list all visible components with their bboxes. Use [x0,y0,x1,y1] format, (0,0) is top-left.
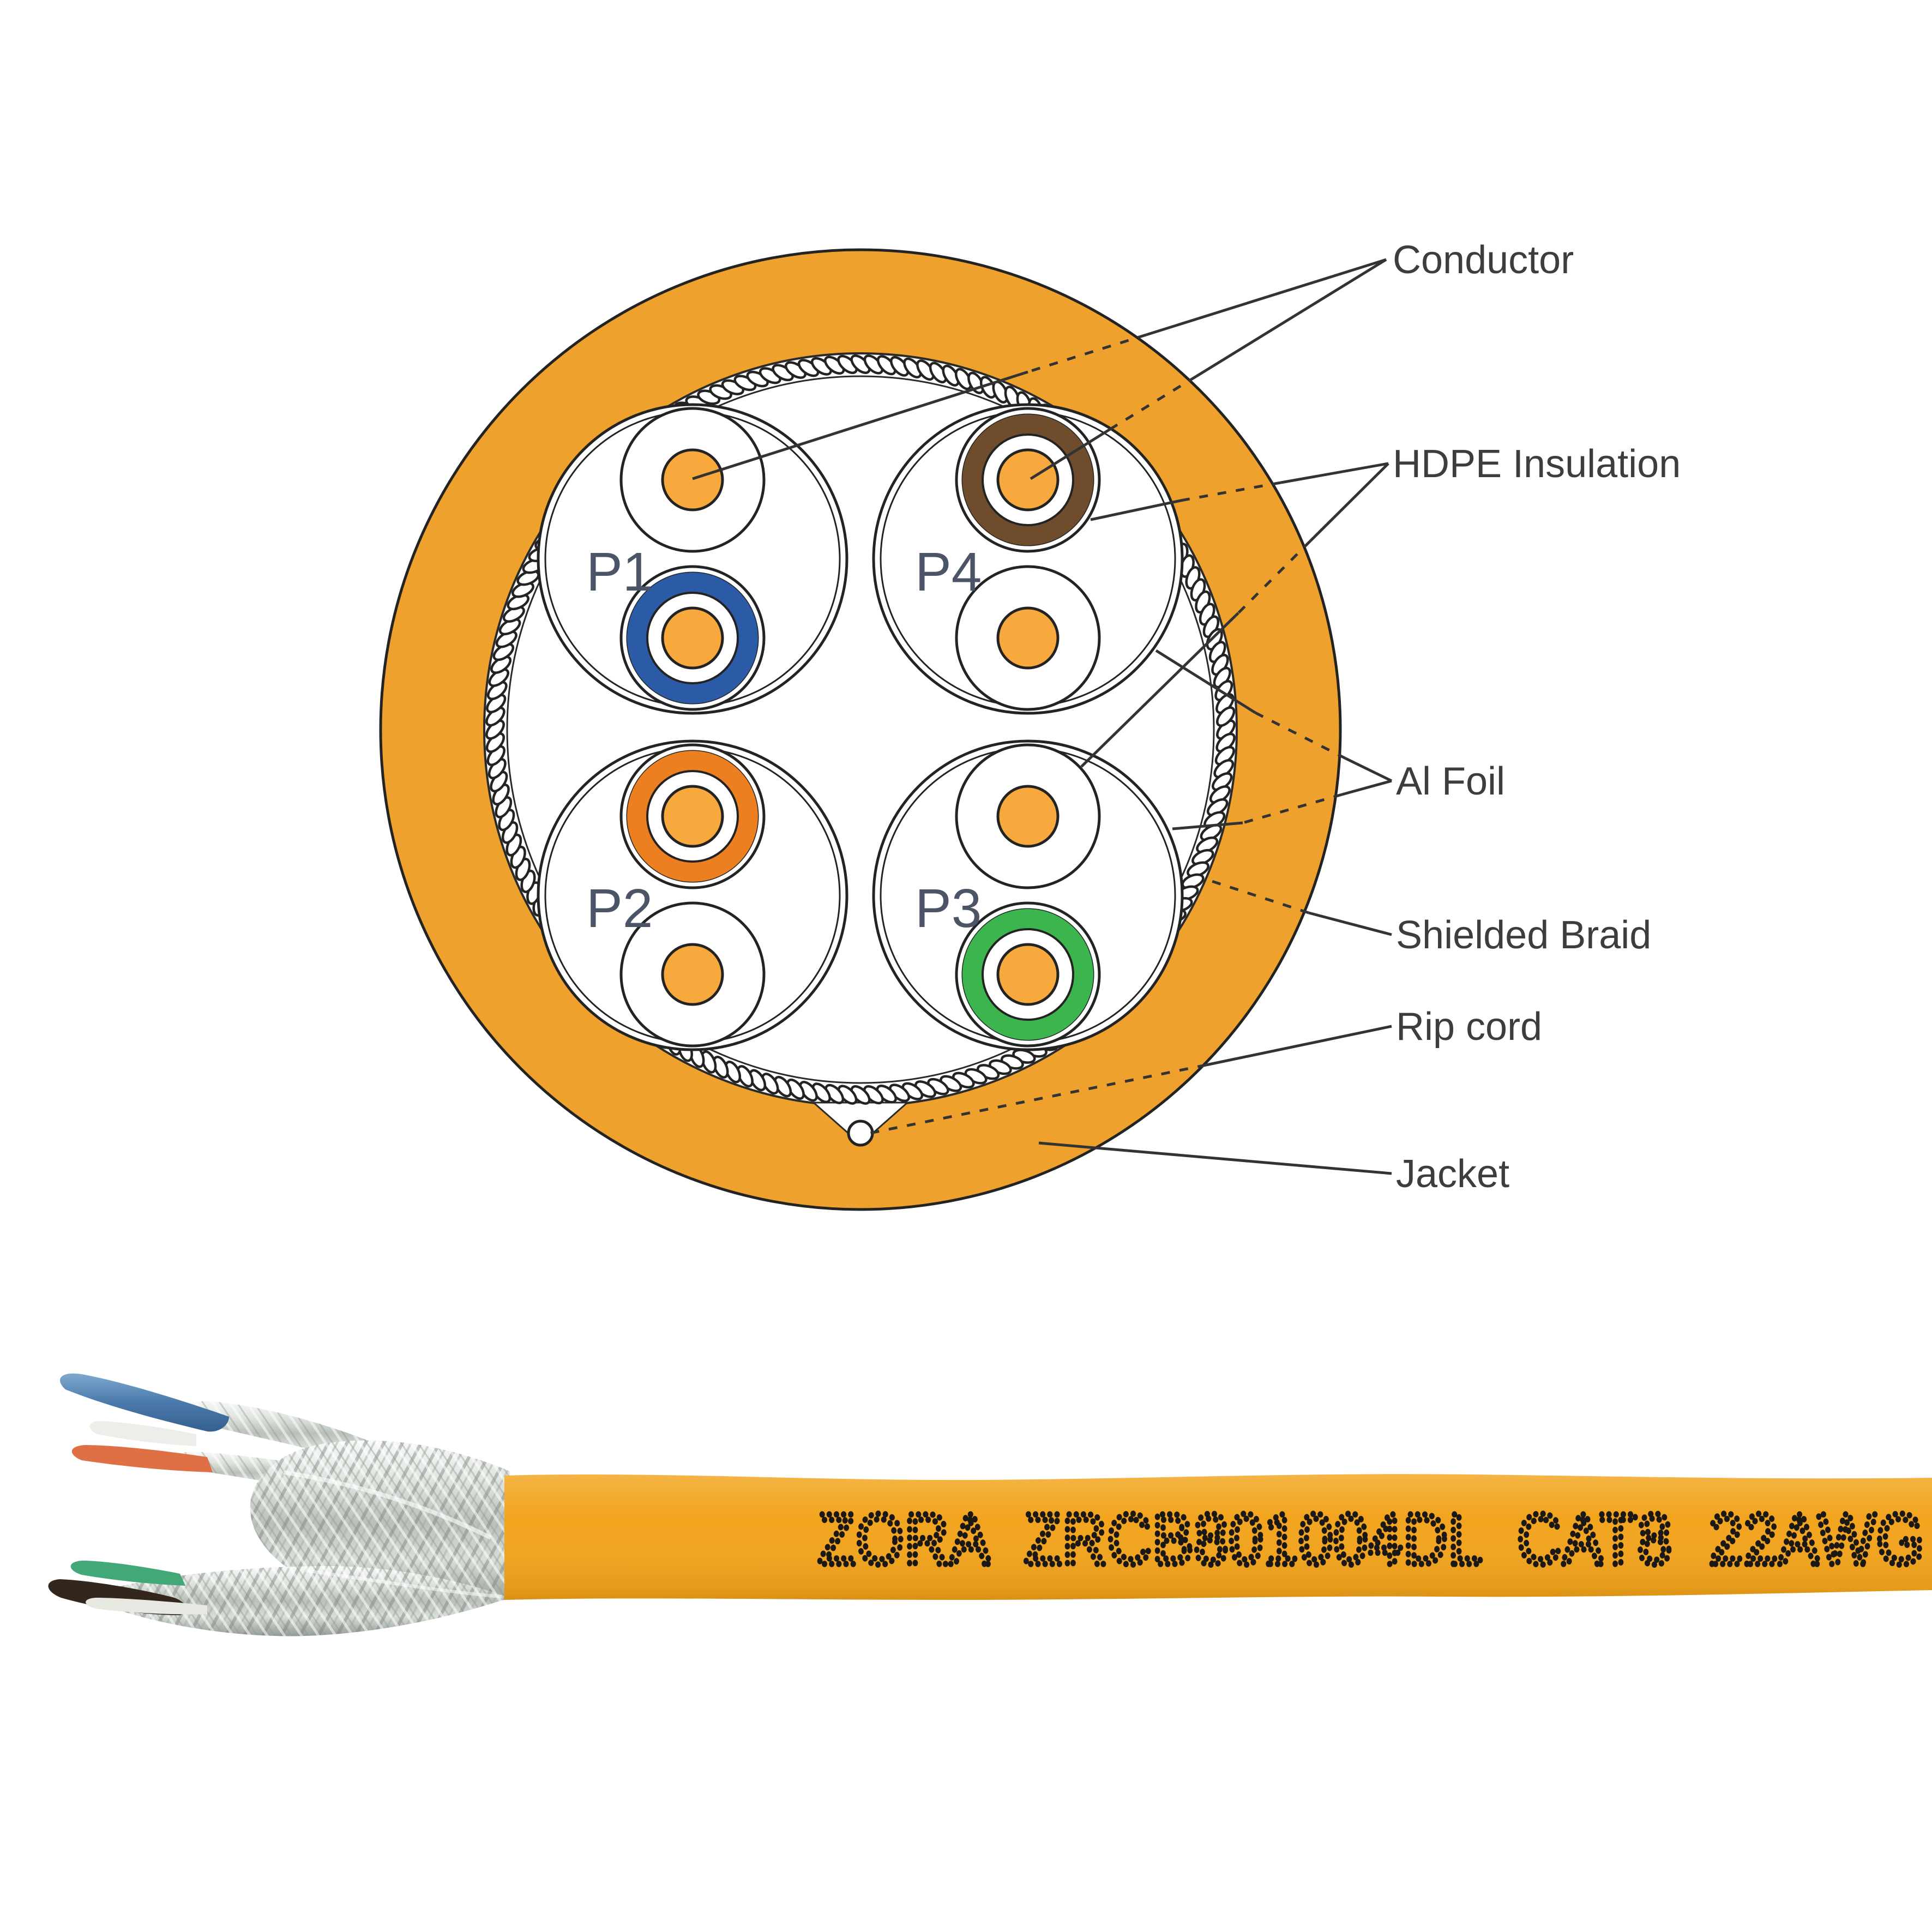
wire-plain [619,901,766,1048]
conductor-dot [996,943,1060,1006]
leader-line [1280,462,1389,484]
jacket-sleeve: ZORA ZRCB801004DL CAT8 22AWG [504,1474,1932,1600]
braid-bundle [48,1373,510,1636]
foil-circle-outer [872,403,1184,715]
leader-line [1195,258,1387,378]
callout-label-conductor: Conductor [1393,238,1574,282]
wire-tip-blue [60,1373,229,1432]
wire-plain [955,565,1101,711]
leader-line [1030,425,1116,480]
leader-line [1080,612,1239,768]
wire-green-ring [955,901,1101,1048]
rip-cord-marker [847,1120,874,1147]
braid-inner-edge [506,375,1215,1084]
wire-tip-orange [71,1445,213,1472]
callout-jacket: Jacket [1038,1141,1509,1196]
wire-brown-ring [955,407,1101,553]
foil-circle-outer [537,403,848,715]
foil-circle-outer [872,739,1184,1051]
leader-line-dashed [1027,333,1147,374]
leader-line [1155,649,1256,714]
pair-label-p4: P4 [915,541,982,603]
wire-orange-ring [619,743,766,889]
pair-label-p1: P1 [586,541,653,603]
conductor-dot [996,448,1060,511]
pair-p3: P3 [872,739,1184,1051]
callout-al-foil: Al Foil [1155,649,1505,830]
callout-hdpe-insulation: HDPE Insulation [1080,442,1681,768]
jacket-print-text: ZORA ZRCB801004DL CAT8 22AWG [818,1499,1925,1579]
leader-line [1308,911,1392,936]
wire-tip-green [70,1561,185,1586]
conductor-dot [661,606,724,670]
cable-photo: ZORA ZRCB801004DL CAT8 22AWG [48,1373,1932,1636]
pair-p2: P2 [537,739,848,1051]
callout-label-rip-cord: Rip cord [1396,1005,1542,1049]
wire-tip-white [89,1421,196,1446]
callout-rip-cord: Rip cord [864,1005,1542,1136]
braid-chain-link [1216,706,1236,727]
leader-line [1345,757,1393,783]
pair-label-p3: P3 [915,878,982,939]
wire-plain [955,743,1101,889]
leader-line-dashed [1183,481,1281,502]
leader-line [1309,462,1389,542]
braid-highlight [283,1470,492,1540]
color-ring [962,909,1093,1040]
wire-plain [619,407,766,553]
callout-label-hdpe: HDPE Insulation [1393,442,1681,486]
pair-p1: P1 [537,403,848,715]
braid-highlight [305,1569,502,1598]
color-ring [962,414,1093,545]
callout-label-jacket: Jacket [1396,1152,1509,1196]
callout-label-shielded-braid: Shielded Braid [1396,913,1651,957]
callout-label-al-foil: Al Foil [1396,760,1505,803]
wire-blue-ring [619,565,766,711]
leader-line-dashed [864,1063,1207,1136]
pair-p4: P4 [872,403,1184,715]
callout-shielded-braid: Shielded Braid [1205,877,1651,957]
conductor-dot [996,785,1060,848]
color-ring [627,573,758,703]
conductor-dot [661,448,724,511]
color-ring [627,751,758,882]
foil-circle-outer [537,739,848,1051]
leader-line [1172,821,1243,830]
cross-section: P1 P4 [379,238,1681,1211]
leader-line [692,370,1028,480]
conductor-dot [996,606,1060,670]
leader-line [1038,1141,1392,1175]
leader-line-dashed [1114,375,1197,428]
leader-line [1146,258,1387,336]
callout-conductor: Conductor [692,238,1574,480]
leader-line [1341,779,1392,796]
conductor-dot [661,785,724,848]
pair-label-p2: P2 [586,878,653,939]
wire-tip-white-lower [86,1598,207,1615]
leader-line [1090,498,1184,521]
jacket-sleeve-shading [504,1474,1932,1600]
conductor-dot [661,943,724,1006]
leader-line [1206,1025,1392,1067]
